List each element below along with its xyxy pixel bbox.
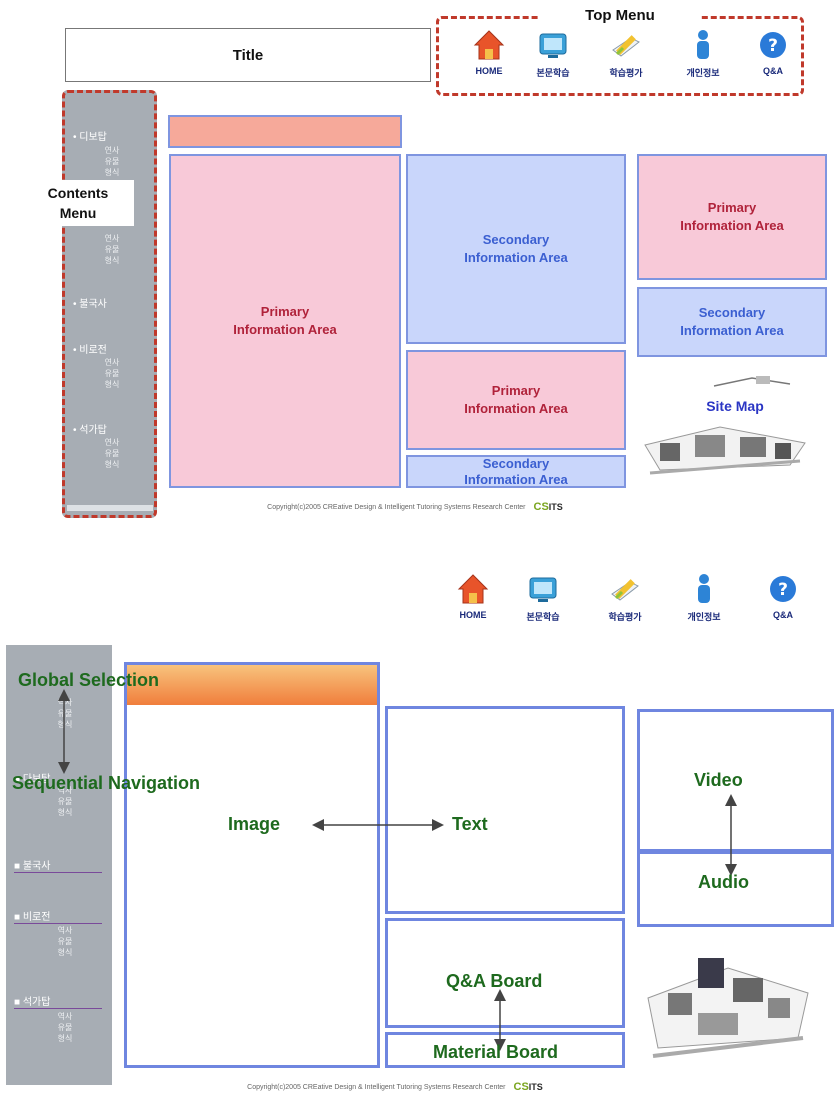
- pencil-icon: [611, 579, 639, 601]
- sidebar-item-dabotap[interactable]: ■ 다보탑: [14, 774, 51, 785]
- person-icon: [697, 30, 709, 59]
- question-icon: ?: [760, 32, 786, 58]
- menu-label-evaluation: 학습평가: [608, 612, 642, 622]
- sidebar-subitems: 연사 유물 형식: [104, 438, 120, 469]
- monitor-icon: [539, 33, 567, 58]
- sidebar-item-dabotap[interactable]: • 디보탑: [73, 132, 107, 143]
- header-bar: [168, 115, 402, 148]
- menu-item-home[interactable]: HOME: [458, 28, 520, 88]
- menu-item-lesson[interactable]: 본문학습: [512, 572, 574, 632]
- question-icon: ?: [770, 576, 796, 602]
- menu-item-evaluation[interactable]: 학습평가: [595, 28, 657, 88]
- sidebar-item-seokgatap[interactable]: • 석가탑: [73, 425, 107, 436]
- contents-menu-label: Contents Menu: [22, 180, 134, 226]
- site-map-roof-illustration: [713, 376, 791, 387]
- sidebar-item-birojeon[interactable]: • 비로전: [73, 345, 107, 356]
- sidebar-subitems: 연사 유물 형식: [104, 146, 120, 177]
- svg-text:?: ?: [778, 580, 788, 600]
- sidebar-subitems: 연사 유물 형식: [104, 358, 120, 389]
- home-icon: [473, 30, 505, 60]
- video-label: Video: [694, 770, 743, 790]
- cs-its-logo: CSITS: [513, 1081, 543, 1093]
- sidebar-subitems: 역사 유물 형식: [57, 926, 73, 957]
- menu-item-profile[interactable]: 개인정보: [672, 28, 734, 88]
- menu-item-profile[interactable]: 개인정보: [673, 572, 735, 632]
- temple-illustration: [647, 958, 809, 1058]
- sidebar-item-birojeon[interactable]: ■ 비로전: [14, 908, 102, 924]
- menu-label-home: HOME: [475, 66, 503, 76]
- site-map-label[interactable]: Site Map: [706, 398, 764, 414]
- image-area: [124, 662, 380, 1068]
- title-label: Title: [232, 46, 264, 64]
- cs-its-logo: CSITS: [533, 501, 563, 513]
- sidebar-footer-bar: [67, 505, 153, 511]
- monitor-icon: [529, 577, 557, 602]
- menu-item-evaluation[interactable]: 학습평가: [594, 572, 656, 632]
- menu-label-evaluation: 학습평가: [609, 68, 643, 78]
- copyright-footer: Copyright(c)2005 CREative Design & Intel…: [247, 1081, 543, 1093]
- menu-item-home[interactable]: HOME: [442, 572, 504, 632]
- material-board-label: Material Board: [433, 1042, 559, 1062]
- menu-label-lesson: 본문학습: [526, 612, 560, 622]
- image-label: Image: [228, 814, 281, 834]
- menu-item-lesson[interactable]: 본문학습: [522, 28, 584, 88]
- menu-item-qa[interactable]: ? Q&A: [742, 28, 804, 88]
- global-selection-label: Global Selection: [18, 670, 160, 690]
- sidebar-subitems-repeat: 연사 유물 형식: [104, 234, 120, 265]
- text-label: Text: [452, 814, 488, 834]
- contents-menu-sidebar: • 디보탑 연사 유물 형식 연사 유물 형식 • 불국사 • 비로전 연사 유…: [62, 90, 157, 518]
- sidebar-subitems: 역사 유물 형식: [57, 786, 73, 817]
- top-menu-label: Top Menu: [540, 5, 700, 25]
- menu-label-profile: 개인정보: [686, 68, 720, 78]
- text-area: [385, 706, 625, 914]
- qa-board-label: Q&A Board: [446, 971, 543, 991]
- pencil-icon: [612, 35, 640, 57]
- menu-item-qa[interactable]: ? Q&A: [752, 572, 814, 632]
- sidebar-item-seokgatap[interactable]: ■ 석가탑: [14, 993, 102, 1009]
- sequential-navigation-label: Sequential Navigation: [12, 773, 201, 793]
- copyright-footer: Copyright(c)2005 CREative Design & Intel…: [267, 501, 563, 513]
- site-map-temple-illustration: [644, 426, 806, 475]
- menu-label-home: HOME: [459, 610, 487, 620]
- global-selection-bar: [127, 665, 377, 705]
- home-icon: [457, 574, 489, 604]
- sidebar-item-bulguksa[interactable]: ■ 불국사: [14, 857, 102, 873]
- menu-label-lesson: 본문학습: [536, 68, 570, 78]
- sidebar-subitems: 역사 유물 형식: [57, 1012, 73, 1043]
- menu-label-profile: 개인정보: [687, 612, 721, 622]
- audio-label: Audio: [698, 872, 749, 892]
- sidebar-item-bulguksa[interactable]: • 불국사: [73, 299, 107, 310]
- menu-label-qa: Q&A: [773, 610, 793, 620]
- menu-label-qa: Q&A: [763, 66, 783, 76]
- svg-text:?: ?: [768, 36, 778, 56]
- title-box: Title: [65, 28, 431, 82]
- person-icon: [698, 574, 710, 603]
